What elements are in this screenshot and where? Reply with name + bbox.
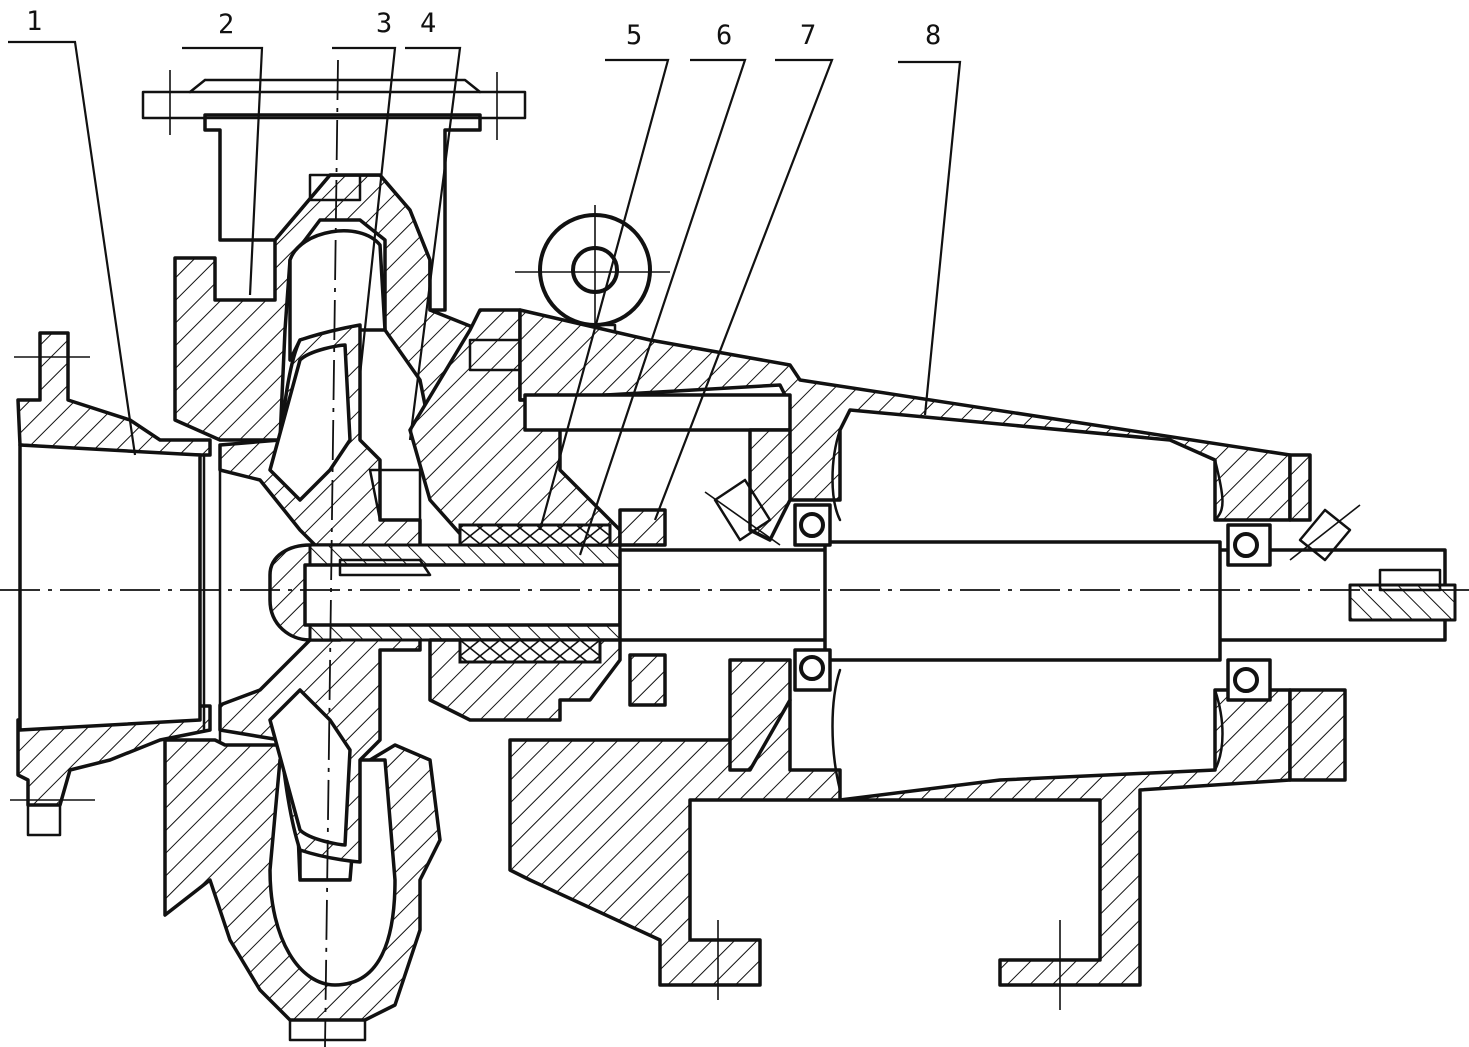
shaft bbox=[268, 540, 1457, 662]
part-label-1: 1 bbox=[26, 6, 42, 37]
leader-lines bbox=[8, 40, 962, 556]
impeller bbox=[202, 323, 422, 864]
suction-flange bbox=[10, 331, 212, 837]
center-lines bbox=[0, 59, 1469, 1047]
bearings bbox=[793, 503, 1272, 702]
part-label-2: 2 bbox=[218, 9, 234, 40]
part-label-6: 6 bbox=[716, 20, 732, 51]
part-label-3: 3 bbox=[376, 8, 392, 39]
grease-fittings bbox=[704, 478, 1361, 562]
bearing-frame bbox=[508, 308, 1347, 1010]
stuffing-box bbox=[368, 308, 667, 722]
part-labels: 1 2 3 4 5 6 7 8 bbox=[26, 6, 941, 51]
part-label-5: 5 bbox=[626, 20, 642, 51]
part-label-8: 8 bbox=[925, 20, 941, 51]
part-label-4: 4 bbox=[420, 8, 436, 39]
part-label-7: 7 bbox=[800, 20, 816, 51]
